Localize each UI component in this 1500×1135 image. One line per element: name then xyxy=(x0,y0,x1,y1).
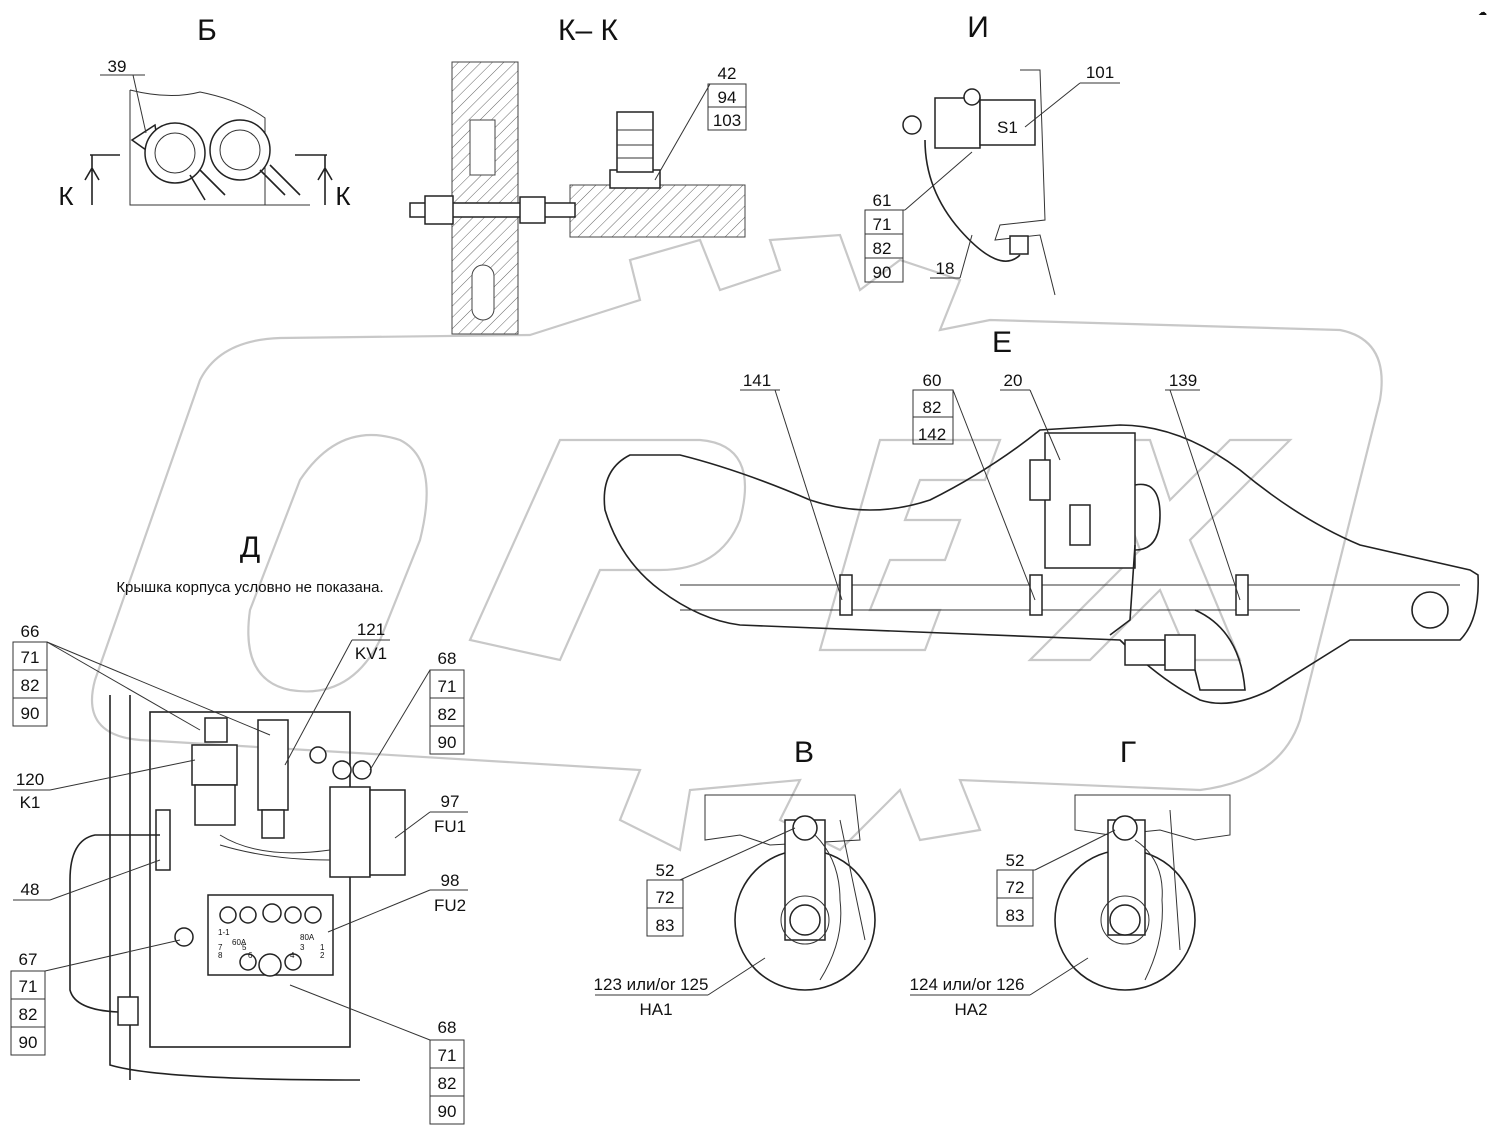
callout-k1: K1 xyxy=(20,793,41,812)
callout-61: 61 xyxy=(873,191,892,210)
callout-fu1: FU1 xyxy=(434,817,466,836)
terminal-5: 5 xyxy=(242,943,247,952)
view-e-title: Е xyxy=(992,326,1012,359)
callout-83-v: 83 xyxy=(656,916,675,935)
callout-39: 39 xyxy=(108,57,127,76)
callout-fu2: FU2 xyxy=(434,896,466,915)
terminal-1-1: 1-1 xyxy=(218,928,230,937)
callout-141: 141 xyxy=(743,371,771,390)
horn-code-ha1: HA1 xyxy=(639,1000,672,1019)
callout-48: 48 xyxy=(21,880,40,899)
view-d-title: Д xyxy=(240,531,260,564)
callout-82: 82 xyxy=(873,239,892,258)
callout-18: 18 xyxy=(936,259,955,278)
view-g: Г 52 72 83 124 или/or 126 HA2 xyxy=(910,736,1231,1019)
view-d: Д Крышка корпуса условно не показана. 1-… xyxy=(10,531,468,1125)
callout-20: 20 xyxy=(1004,371,1023,390)
callout-71: 71 xyxy=(873,215,892,234)
view-v-title: В xyxy=(794,736,814,769)
terminal-60a: 60A xyxy=(232,938,247,947)
callout-68-top-90: 90 xyxy=(438,733,457,752)
callout-124-126: 124 или/or 126 xyxy=(910,975,1025,994)
terminal-3: 3 xyxy=(300,943,305,952)
callout-68-bottom-90: 90 xyxy=(438,1102,457,1121)
view-i: И S1 101 61 71 82 90 18 xyxy=(864,11,1120,296)
terminal-2: 2 xyxy=(320,951,325,960)
terminal-4: 4 xyxy=(290,951,295,960)
callout-97: 97 xyxy=(441,792,460,811)
section-k-right: К xyxy=(335,181,350,211)
callout-52-g: 52 xyxy=(1006,851,1025,870)
callout-68-top: 68 xyxy=(438,649,457,668)
callout-52-v: 52 xyxy=(656,861,675,880)
terminal-1: 1 xyxy=(320,943,325,952)
callout-101: 101 xyxy=(1086,63,1114,82)
callout-120: 120 xyxy=(16,770,44,789)
terminal-7: 7 xyxy=(218,943,223,952)
view-b-title: Б xyxy=(197,14,217,47)
terminal-80a: 80A xyxy=(300,933,315,942)
callout-94: 94 xyxy=(718,88,737,107)
callout-121: 121 xyxy=(357,620,385,639)
horn-code-ha2: HA2 xyxy=(954,1000,987,1019)
callout-90: 90 xyxy=(873,263,892,282)
callout-139: 139 xyxy=(1169,371,1197,390)
callout-60: 60 xyxy=(923,371,942,390)
callout-68-top-82: 82 xyxy=(438,705,457,724)
switch-label-s1: S1 xyxy=(997,118,1018,137)
callout-66: 66 xyxy=(21,622,40,641)
callout-83-g: 83 xyxy=(1006,906,1025,925)
view-d-note: Крышка корпуса условно не показана. xyxy=(116,579,383,596)
callout-72-v: 72 xyxy=(656,888,675,907)
callout-72-g: 72 xyxy=(1006,878,1025,897)
callout-123-125: 123 или/or 125 xyxy=(594,975,709,994)
callout-68-bottom-71: 71 xyxy=(438,1046,457,1065)
callout-67-90: 90 xyxy=(19,1033,38,1052)
view-e: Е 141 60 82 142 20 139 xyxy=(603,326,1479,705)
corner-mark: ☁ xyxy=(1478,7,1487,17)
callout-67-71: 71 xyxy=(19,977,38,996)
callout-66-71: 71 xyxy=(21,648,40,667)
view-g-title: Г xyxy=(1120,736,1136,769)
view-i-title: И xyxy=(967,11,989,44)
view-v: В 52 72 83 123 или/or 125 HA1 xyxy=(594,736,876,1019)
callout-66-90: 90 xyxy=(21,704,40,723)
callout-66-82: 82 xyxy=(21,676,40,695)
terminal-6: 6 xyxy=(248,951,253,960)
callout-68-bottom: 68 xyxy=(438,1018,457,1037)
terminal-8: 8 xyxy=(218,951,223,960)
callout-68-bottom-82: 82 xyxy=(438,1074,457,1093)
callout-142: 142 xyxy=(918,425,946,444)
callout-42: 42 xyxy=(718,64,737,83)
callout-68-top-71: 71 xyxy=(438,677,457,696)
callout-kv1: KV1 xyxy=(355,644,387,663)
callout-67: 67 xyxy=(19,950,38,969)
callout-103: 103 xyxy=(713,111,741,130)
view-b: Б К К 39 xyxy=(58,14,350,211)
view-kk: К– К 42 94 103 xyxy=(409,14,747,335)
callout-82-e: 82 xyxy=(923,398,942,417)
callout-67-82: 82 xyxy=(19,1005,38,1024)
callout-98: 98 xyxy=(441,871,460,890)
view-kk-title: К– К xyxy=(558,14,618,47)
section-k-left: К xyxy=(58,181,73,211)
